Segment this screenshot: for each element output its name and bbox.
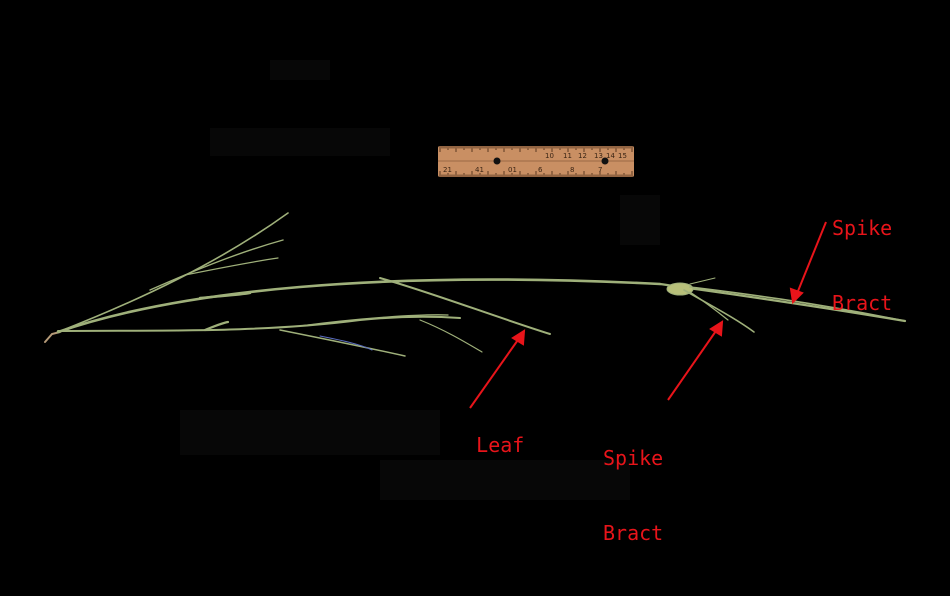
ruler-number-top: 12 [578,152,587,160]
spike-bract-lower-2 [689,291,729,321]
leaf-label-text: Leaf [476,433,525,457]
ruler-number-bottom: 21 [443,166,452,174]
ruler-number-top: 10 [545,152,554,160]
leaf-lower-4 [203,320,230,332]
main-culm [56,278,662,334]
ruler-number-top: 15 [618,152,627,160]
ruler-number-top: 14 [606,152,615,160]
ruler-number-bottom: 7 [598,166,602,174]
ruler-number-top: 11 [563,152,572,160]
lower-culm [57,315,461,332]
leaf-upper-4 [198,291,252,300]
leaf-lower-2 [299,314,449,327]
spike-bract-left-label: Spike Bract [603,396,663,596]
leaf-lower-1 [279,329,406,357]
spike-awn [689,277,716,285]
spike-bract-right-arrow [795,221,827,297]
spike-bract-upper [689,286,906,322]
ruler-hole-right [601,157,609,165]
spike-bract-left-line1: Spike [603,446,664,470]
leaf-upper-2 [149,239,284,291]
ruler-number-bottom: 41 [475,166,484,174]
leaf-lower-3 [419,319,483,353]
leaf-label: Leaf [428,408,524,483]
spike-bract-left-line2: Bract [603,521,664,545]
leaf-upper-3 [184,257,279,276]
leaf-lower-5 [319,335,373,351]
spike-bract-lower [683,289,755,333]
spike-bract-right-line2: Bract [832,291,893,315]
plant-base [44,331,61,343]
spike-bract-left-arrowhead [709,320,724,337]
ruler-number-top: 13 [594,152,603,160]
leaf-upper-1 [57,212,289,333]
spike-bract-left-arrow [667,327,719,401]
leaf-arrowhead [511,329,526,346]
leaf-arrow [469,336,521,409]
spike-bract-right-label: Spike Bract [832,166,892,366]
labeled-leaf [379,277,551,335]
ruler-hole-left [493,157,501,165]
ruler-number-bottom: 01 [508,166,517,174]
spike-bract-right-line1: Spike [832,216,893,240]
grass-specimen [44,212,907,357]
ruler-number-bottom: 8 [570,166,574,174]
background-shadows [180,60,660,500]
ruler-number-bottom: 6 [538,166,543,174]
annotation-arrows [469,221,827,409]
spike-bract-right-arrowhead [789,287,804,305]
